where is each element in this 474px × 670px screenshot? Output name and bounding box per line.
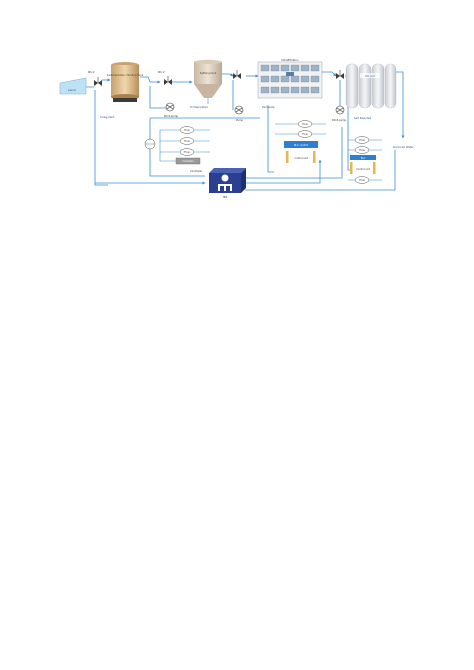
- meter-right-3-label: Flow: [359, 179, 365, 182]
- pump-2-label: Pump: [236, 118, 243, 122]
- ro-vessel: [384, 63, 397, 109]
- valve-1-label: ΦΛ-V: [88, 70, 95, 74]
- plc-box-mid-label: PLC control: [294, 143, 308, 147]
- membrane-label: Ultrafiltration: [281, 58, 299, 62]
- tank-2-out-label: Oil Separated: [190, 105, 208, 109]
- tank-1[interactable]: Sedimentation Holding Tank: [107, 62, 144, 102]
- ro-vessel: [371, 63, 385, 109]
- meter-right-2-label: Flow: [359, 149, 365, 152]
- meter-mid-2-label: Flow: [302, 133, 308, 136]
- valve-2-label: ΦΛ-V: [158, 70, 165, 74]
- mid-gauge-right: [313, 151, 316, 163]
- controller-bottom-label: Controller: [190, 169, 203, 173]
- pump-3-label: RO-P-pump: [332, 118, 347, 122]
- ro-vessels[interactable]: RO unit: [345, 63, 397, 109]
- right-gauge-right: [373, 162, 376, 174]
- pump-2[interactable]: Pump: [234, 105, 243, 122]
- pipe-membrane-to-valve4: [322, 71, 337, 77]
- pipe-bottom-3: [245, 127, 343, 179]
- hmi-unit[interactable]: HMI: [209, 168, 246, 199]
- right-note-label: Control unit: [356, 168, 370, 171]
- pipe-drop-left: [149, 118, 205, 177]
- pipe-ro-out: [396, 71, 405, 139]
- source-label: panel: [68, 88, 76, 92]
- ro-out-label: Salt Rejected: [354, 116, 371, 120]
- pump-3[interactable]: RO-P-pump: [332, 105, 347, 122]
- ro-vessel: [345, 63, 359, 109]
- controller-box-left-label: Controller: [182, 160, 193, 163]
- pump-1[interactable]: ΦΛ-P-pump: [164, 102, 179, 118]
- meter-mid-1-label: Flow: [302, 123, 308, 126]
- control-left: Flow Flow Flow Controller Controller: [144, 126, 210, 173]
- membrane-rack[interactable]: Ultrafiltration: [257, 58, 323, 99]
- plc-box-mid[interactable]: [284, 141, 318, 148]
- source-panel: panel: [59, 77, 87, 95]
- pump-1-label: ΦΛ-P-pump: [164, 114, 179, 118]
- valve-4[interactable]: [336, 70, 344, 79]
- pipe-bottom-4: [245, 150, 396, 191]
- ro-vessel: [358, 63, 372, 109]
- control-right: Flow Flow PLC Control unit Flow: [348, 136, 382, 184]
- mid-note-label: control unit: [294, 157, 308, 160]
- valve-3[interactable]: [233, 70, 241, 79]
- plc-box-right-label: PLC: [361, 157, 366, 160]
- pipelines: [86, 71, 405, 191]
- tank-2[interactable]: Settling tank: [194, 59, 222, 98]
- pipe-tank2-to-valve3: [222, 73, 234, 77]
- plc-box-right[interactable]: [350, 155, 376, 160]
- mid-gauge-left: [286, 151, 289, 163]
- valve-2[interactable]: ΦΛ-V: [158, 70, 172, 85]
- ro-vessels-label: RO unit: [365, 74, 375, 78]
- hmi-label: HMI: [223, 196, 228, 199]
- pipe-down-2: [149, 86, 168, 109]
- pipe-bottom-2: [245, 159, 322, 184]
- meter-left-1-label: Flow: [184, 129, 190, 132]
- right-gauge-left: [350, 162, 353, 174]
- meter-left-3-label: Flow: [184, 151, 190, 154]
- meter-left-2-label: Flow: [184, 140, 190, 143]
- pipe-tank1-to-valve2: [140, 76, 161, 84]
- dosing-1-label: Coagulant: [100, 115, 115, 119]
- valve-1[interactable]: ΦΛ-V: [88, 70, 102, 86]
- meter-right-1-label: Flow: [359, 139, 365, 142]
- membrane-out-label: Permeate: [262, 105, 275, 109]
- hmi-operator-icon: [221, 174, 229, 182]
- tank-2-label: Settling tank: [200, 71, 217, 75]
- pipe-down-1: [94, 90, 108, 186]
- tank-1-label: Sedimentation Holding Tank: [107, 73, 144, 77]
- control-mid: Flow Flow PLC control control unit: [275, 120, 326, 163]
- pipe-right-membrane: [267, 105, 274, 173]
- final-out-label: Produced Water: [393, 145, 414, 149]
- pipe-right-ro: [347, 106, 352, 171]
